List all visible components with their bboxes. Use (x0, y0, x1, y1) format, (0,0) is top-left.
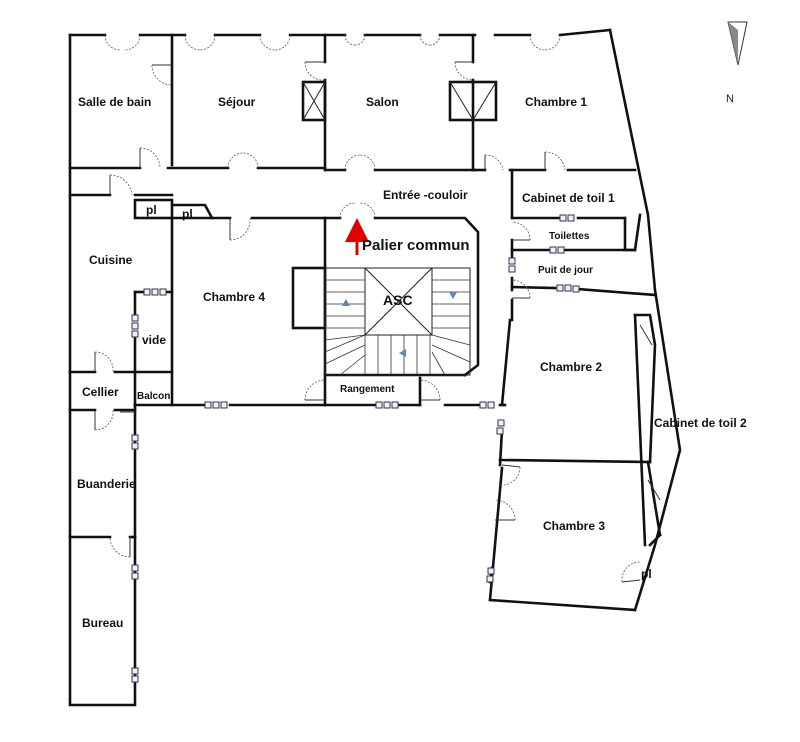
room-bureau: Bureau (82, 616, 123, 630)
room-salon: Salon (366, 95, 399, 109)
north-label: N (726, 93, 734, 105)
room-buanderie: Buanderie (77, 477, 136, 491)
room-chambre-4: Chambre 4 (203, 290, 265, 304)
room-cabinet-toil-1: Cabinet de toil 1 (522, 191, 615, 205)
room-asc: ASC (383, 292, 413, 308)
room-salle-de-bain: Salle de bain (78, 95, 151, 109)
north-compass-icon (727, 21, 748, 66)
stair-arrow-up (342, 299, 350, 306)
staircase (324, 267, 471, 376)
room-chambre-2: Chambre 2 (540, 360, 602, 374)
room-toilettes: Toilettes (549, 231, 590, 242)
room-labels: Salle de bain Séjour Salon Chambre 1 Ent… (77, 95, 747, 630)
room-puit-de-jour: Puit de jour (538, 265, 593, 276)
room-pl-1: pl (146, 203, 157, 217)
stair-steps-bottom (324, 334, 471, 376)
stair-steps-right (432, 279, 470, 329)
room-sejour: Séjour (218, 95, 256, 109)
room-vide: vide (142, 333, 166, 347)
room-rangement: Rangement (340, 384, 395, 395)
room-entree-couloir: Entrée -couloir (383, 188, 468, 202)
room-palier-commun: Palier commun (362, 237, 470, 254)
windows (131, 214, 580, 683)
stair-arrow-down (449, 292, 457, 299)
room-cuisine: Cuisine (89, 253, 133, 267)
doors (94, 34, 661, 583)
stair-arrow-left (399, 349, 406, 357)
room-chambre-3: Chambre 3 (543, 519, 605, 533)
room-balcon: Balcon (137, 391, 170, 402)
room-pl-3: pl (641, 567, 652, 581)
room-cabinet-toil-2: Cabinet de toil 2 (654, 416, 747, 430)
elevator-shaft (364, 267, 433, 336)
room-pl-2: pl (182, 207, 193, 221)
room-cellier: Cellier (82, 385, 119, 399)
room-chambre-1: Chambre 1 (525, 95, 587, 109)
